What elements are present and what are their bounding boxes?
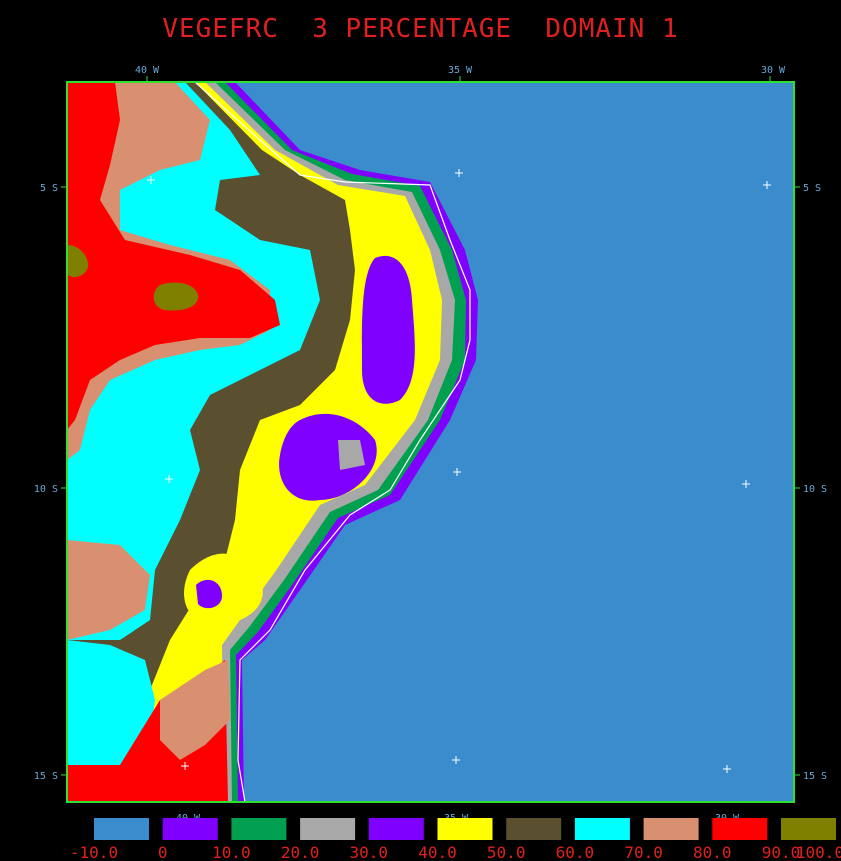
legend-swatches [94, 818, 836, 840]
top-lon-label-40w: 40 W [135, 65, 160, 76]
legend-label: 80.0 [693, 843, 732, 861]
legend-swatch [94, 818, 149, 840]
legend-swatch [162, 818, 218, 840]
grid-cross [723, 765, 731, 773]
grid-cross [147, 176, 155, 184]
legend-swatch [300, 818, 356, 840]
map-title: VEGEFRC 3 PERCENTAGE DOMAIN 1 [162, 14, 679, 44]
right-lat-label-15s: 15 S [803, 771, 827, 782]
legend-label: 30.0 [350, 843, 389, 861]
frame-ticks [61, 76, 800, 776]
grid-cross [181, 762, 189, 770]
grid-cross [452, 756, 460, 764]
legend-label: 20.0 [281, 843, 320, 861]
purple-blob-lower [279, 413, 377, 501]
grid-cross [742, 480, 750, 488]
graticule-markers [147, 169, 771, 773]
legend-label: 70.0 [624, 843, 663, 861]
salmon-lower-right [160, 660, 230, 760]
legend-label: 100.0 [796, 843, 841, 861]
gray-patch [338, 440, 365, 470]
legend-swatch [231, 818, 287, 840]
red-region [67, 82, 280, 430]
grid-cross [165, 475, 173, 483]
legend-label: 50.0 [487, 843, 526, 861]
legend-swatch [781, 818, 836, 840]
salmon-lower [67, 540, 150, 640]
legend-label: 0 [158, 843, 168, 861]
top-lon-label-35w: 35 W [448, 65, 473, 76]
legend-swatch [574, 818, 630, 840]
grid-cross [455, 169, 463, 177]
legend-label: 40.0 [418, 843, 457, 861]
land-area [67, 82, 478, 802]
legend-swatch [506, 818, 562, 840]
top-lon-label-30w: 30 W [761, 65, 786, 76]
right-lat-label-10s: 10 S [803, 484, 827, 495]
left-lat-label-15s: 15 S [34, 771, 58, 782]
olive-patch-1 [153, 282, 199, 311]
legend-swatch [437, 818, 493, 840]
olive-patch-2 [68, 245, 88, 277]
legend-label: 10.0 [212, 843, 251, 861]
legend-label: 90.0 [762, 843, 801, 861]
left-lat-label-5s: 5 S [40, 183, 58, 194]
coastline [194, 82, 471, 802]
grid-cross [763, 181, 771, 189]
legend-labels: -10.0 0 10.0 20.0 30.0 40.0 50.0 60.0 70.0 80.0 90… [70, 843, 841, 861]
left-lat-label-10s: 10 S [34, 484, 58, 495]
legend-label: -10.0 [70, 843, 118, 861]
legend-swatch [712, 818, 768, 840]
grid-cross [453, 468, 461, 476]
purple-blob [361, 255, 415, 404]
cyan-lower-left [67, 640, 155, 765]
purple-small [196, 579, 222, 609]
legend-swatch [643, 818, 699, 840]
map-frame [66, 81, 795, 803]
cyan-region [67, 82, 320, 640]
right-lat-label-5s: 5 S [803, 183, 821, 194]
legend-swatch [368, 818, 424, 840]
legend-label: 60.0 [556, 843, 595, 861]
